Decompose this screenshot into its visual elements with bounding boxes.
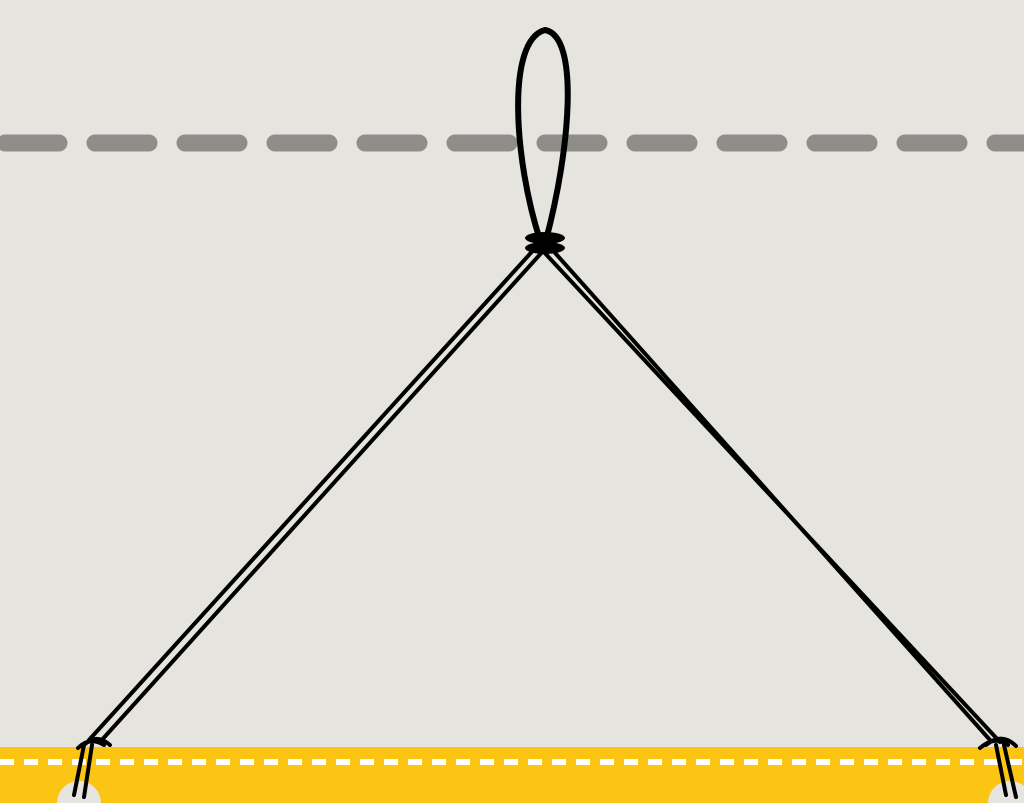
banner-strip [0, 747, 1024, 803]
top-loop [515, 27, 571, 243]
left-cord [87, 243, 546, 744]
left-grommet [57, 781, 101, 803]
right-cord-end [978, 736, 1018, 799]
knot [525, 232, 565, 254]
right-cord [540, 243, 1002, 744]
left-cord-end [72, 737, 112, 799]
